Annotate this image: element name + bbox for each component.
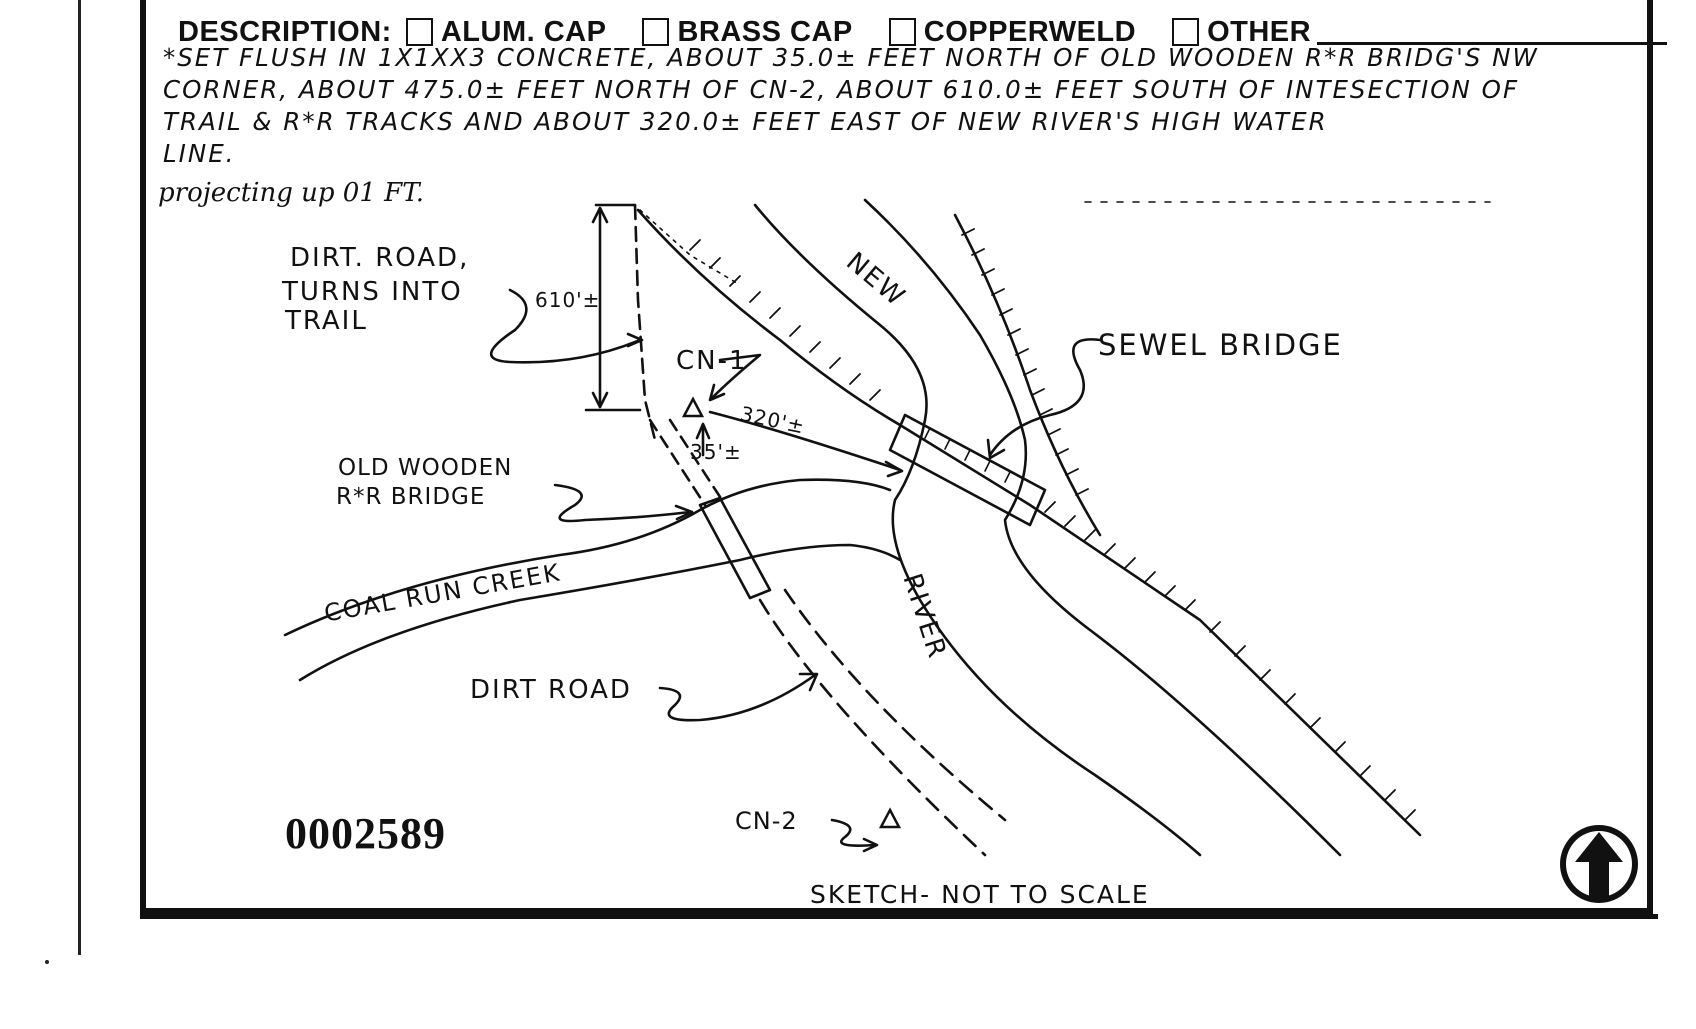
- label-cn2: CN-2: [735, 807, 798, 835]
- option-other-label: OTHER: [1207, 15, 1312, 48]
- option-other[interactable]: OTHER: [1172, 15, 1668, 49]
- label-dist-610: 610'±: [535, 288, 601, 312]
- leader-dirt-road: [658, 673, 817, 722]
- checkbox-brass-cap[interactable]: [642, 18, 670, 46]
- triangle-station-icon: [878, 807, 902, 829]
- label-old-bridge-1: OLD WOODEN: [338, 455, 513, 481]
- trail-dotted: [639, 209, 741, 286]
- note-line-1: *SET FLUSH IN 1X1XX3 CONCRETE, ABOUT 35.…: [163, 43, 1539, 72]
- triangle-station-icon: [681, 396, 705, 418]
- left-margin-rule: [78, 0, 81, 955]
- leader-arrow-1: [626, 332, 644, 348]
- dim-610-arrow-bottom: [591, 391, 609, 409]
- leader-sewel: [988, 338, 1102, 457]
- leader-arrow-dirt-road: [798, 672, 819, 692]
- description-label: DESCRIPTION:: [178, 15, 392, 48]
- checkbox-other[interactable]: [1172, 18, 1200, 46]
- option-alum-cap-label: ALUM. CAP: [440, 15, 607, 48]
- label-old-bridge-2: R*R BRIDGE: [336, 484, 486, 510]
- sewel-bridge-ties: [924, 427, 1011, 483]
- label-dirt-road: DIRT ROAD: [470, 675, 632, 705]
- note-line-3: TRAIL & R*R TRACKS AND ABOUT 320.0± FEET…: [163, 107, 1328, 136]
- projecting-note: projecting up 01 FT.: [158, 178, 424, 208]
- leader-arrow-cn1: [708, 383, 726, 402]
- option-copperweld-label: COPPERWELD: [923, 15, 1137, 48]
- leader-cn2: [830, 818, 877, 847]
- river-east-bank: [863, 198, 1342, 857]
- north-arrow-icon: [1560, 825, 1638, 903]
- leader-arrow-sewel: [986, 438, 1006, 460]
- railroad-branch-ties: [961, 228, 1089, 496]
- old-wooden-bridge: [698, 496, 772, 600]
- label-cn1: CN-1: [676, 346, 748, 376]
- label-dirt-road-trail-1: DIRT. ROAD,: [290, 243, 470, 273]
- label-dirt-road-trail-3: TRAIL: [285, 306, 368, 336]
- creek-north-bank: [283, 478, 892, 637]
- dirt-road-west: [758, 598, 987, 857]
- dim-610-arrow-top: [591, 206, 609, 224]
- option-brass-cap-label: BRASS CAP: [677, 15, 853, 48]
- form-frame: [140, 0, 1653, 914]
- trail-to-bridge-2: [668, 418, 724, 502]
- option-alum-cap[interactable]: ALUM. CAP: [405, 15, 607, 49]
- leader-320: [708, 410, 902, 472]
- label-sewel-bridge: SEWEL BRIDGE: [1098, 328, 1343, 362]
- frame-bottom-edge: [140, 914, 1658, 919]
- station-number: 0002589: [285, 809, 446, 858]
- leader-old-bridge: [553, 483, 692, 523]
- other-blank-line: [1317, 20, 1668, 45]
- leader-cn1: [710, 353, 762, 400]
- railroad-ties: [689, 239, 1416, 821]
- checkbox-alum-cap[interactable]: [405, 18, 433, 46]
- trail-dashed: [633, 203, 657, 442]
- sewel-bridge: [888, 413, 1047, 527]
- note-line-4: LINE.: [163, 139, 236, 168]
- label-dirt-road-trail-2: TURNS INTO: [282, 277, 463, 307]
- leader-dirt-road-trail: [489, 288, 642, 364]
- railroad-branch: [953, 213, 1102, 537]
- margin-dot: [45, 960, 49, 964]
- leader-arrow-cn2: [862, 837, 879, 853]
- creek-south-bank: [298, 543, 902, 682]
- leader-arrow-320: [884, 460, 904, 478]
- description-note: *SET FLUSH IN 1X1XX3 CONCRETE, ABOUT 35.…: [163, 42, 1653, 170]
- river-west-bank: [753, 203, 1202, 857]
- option-brass-cap[interactable]: BRASS CAP: [642, 16, 852, 49]
- option-copperweld[interactable]: COPPERWELD: [888, 15, 1137, 49]
- note-line-2: CORNER, ABOUT 475.0± FEET NORTH OF CN-2,…: [163, 75, 1520, 104]
- dirt-road-east: [783, 588, 1007, 822]
- leader-arrow-35: [695, 422, 711, 440]
- label-dist-35: 35'±: [690, 440, 742, 464]
- sketch-caption: SKETCH- NOT TO SCALE: [810, 880, 1150, 909]
- description-row: DESCRIPTION: ALUM. CAP BRASS CAP COPPERW…: [178, 12, 1668, 52]
- checkbox-copperweld[interactable]: [888, 18, 916, 46]
- railroad-track: [636, 208, 1422, 837]
- leader-arrow-old-bridge: [674, 504, 694, 521]
- trail-to-bridge: [648, 418, 707, 507]
